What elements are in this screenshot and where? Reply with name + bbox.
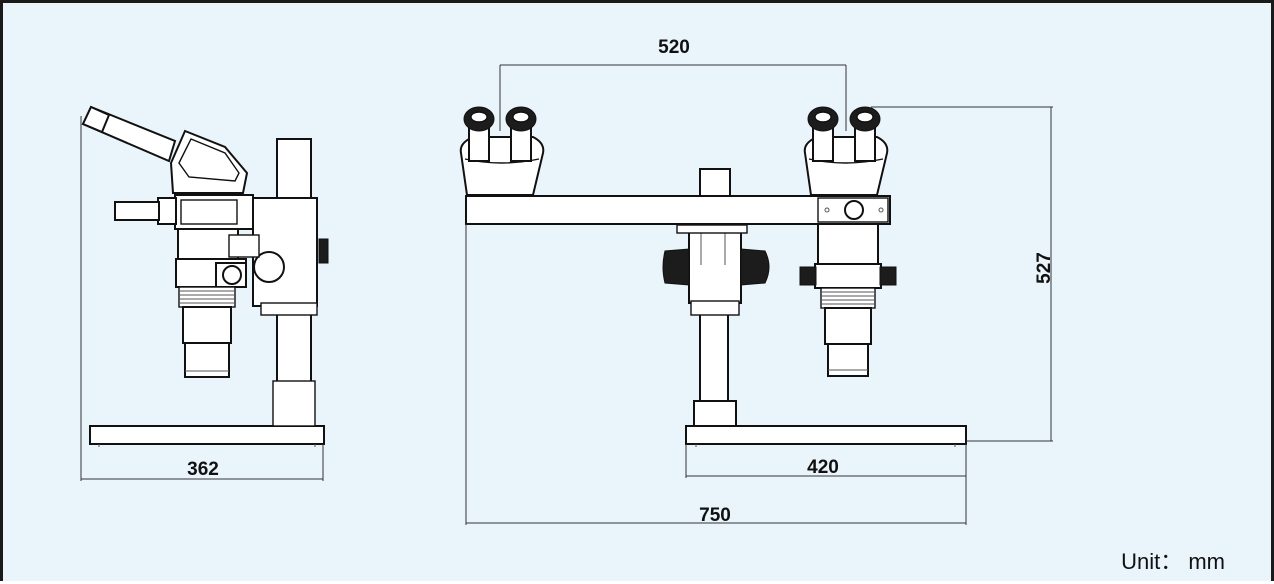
- side-view-microscope: [81, 105, 329, 447]
- front-base-length-label: 420: [807, 457, 839, 478]
- front-base: [685, 425, 967, 445]
- dimension-side-base: 362: [80, 116, 324, 481]
- side-side-port: [114, 201, 160, 221]
- front-right-head-body: [817, 223, 879, 265]
- front-focus-block: [688, 226, 742, 304]
- front-column: [699, 302, 729, 402]
- side-objective: [182, 306, 232, 344]
- dimension-total-width: 750: [465, 224, 966, 526]
- dimension-height: 527: [871, 106, 1055, 442]
- front-focus-knob-left: [662, 248, 690, 286]
- unit-label: Unit： mm: [1121, 549, 1225, 574]
- front-focus-knob-right: [740, 248, 770, 286]
- front-right-objective: [824, 307, 872, 345]
- dimension-eyepiece-spacing: 520: [499, 37, 847, 131]
- side-base: [89, 425, 325, 445]
- side-column-collar: [272, 380, 316, 427]
- total-width-label: 750: [699, 505, 731, 526]
- side-focus-block: [252, 197, 318, 307]
- dimension-front-base: 420: [685, 444, 967, 525]
- side-focus-knob: [253, 251, 285, 283]
- side-base-length-label: 362: [187, 459, 219, 480]
- eyepiece-spacing-label: 520: [658, 37, 690, 58]
- height-label: 527: [1034, 252, 1055, 284]
- front-view-microscope: [459, 106, 967, 447]
- microscope-dimension-drawing: 362: [80, 37, 1225, 574]
